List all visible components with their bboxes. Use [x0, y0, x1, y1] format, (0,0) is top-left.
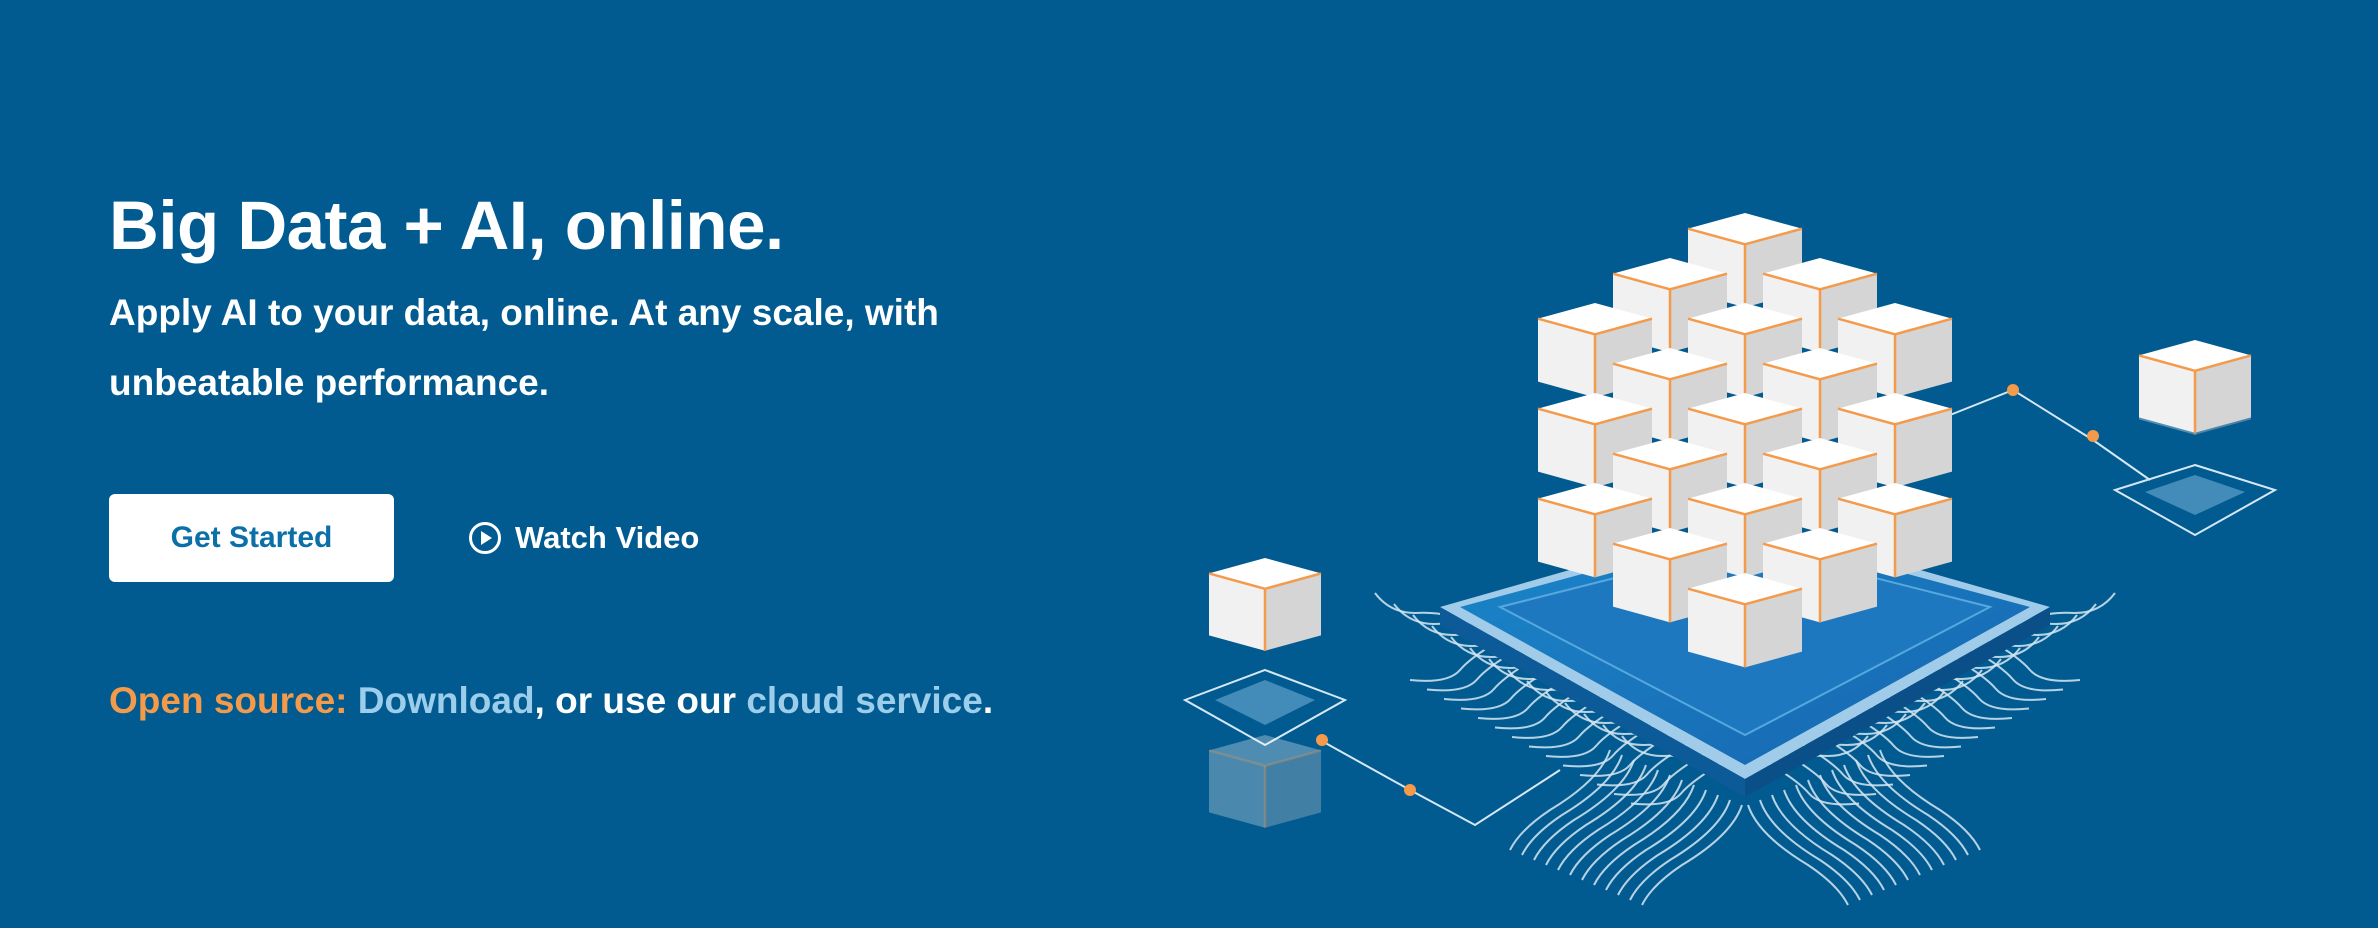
watch-video-button[interactable]: Watch Video: [468, 520, 699, 556]
download-link[interactable]: Download: [357, 680, 535, 721]
connection-lines: [1319, 388, 2151, 827]
open-source-line: Open source: Download, or use our cloud …: [109, 680, 993, 722]
cloud-service-link[interactable]: cloud service: [746, 680, 983, 721]
data-cubes-illustration: [1182, 213, 2278, 906]
hero-subhead: Apply AI to your data, online. At any sc…: [109, 292, 939, 403]
cta-row: Get Started Watch Video: [109, 494, 699, 582]
play-circle-icon: [468, 521, 502, 555]
satellite-cube-left: [1182, 558, 1348, 828]
hero-headline: Big Data + AI, online.: [109, 187, 784, 264]
satellite-cube-right: [2112, 340, 2278, 537]
open-source-label: Open source:: [109, 680, 348, 721]
get-started-button[interactable]: Get Started: [109, 494, 394, 582]
connection-dots: [1316, 384, 2099, 796]
open-source-middle-text: , or use our: [534, 680, 737, 721]
hero-text-block: Big Data + AI, online. Apply AI to your …: [109, 188, 1109, 418]
cube-cluster: [1537, 213, 1953, 668]
open-source-end-text: .: [982, 680, 994, 721]
watch-video-label: Watch Video: [515, 520, 700, 555]
